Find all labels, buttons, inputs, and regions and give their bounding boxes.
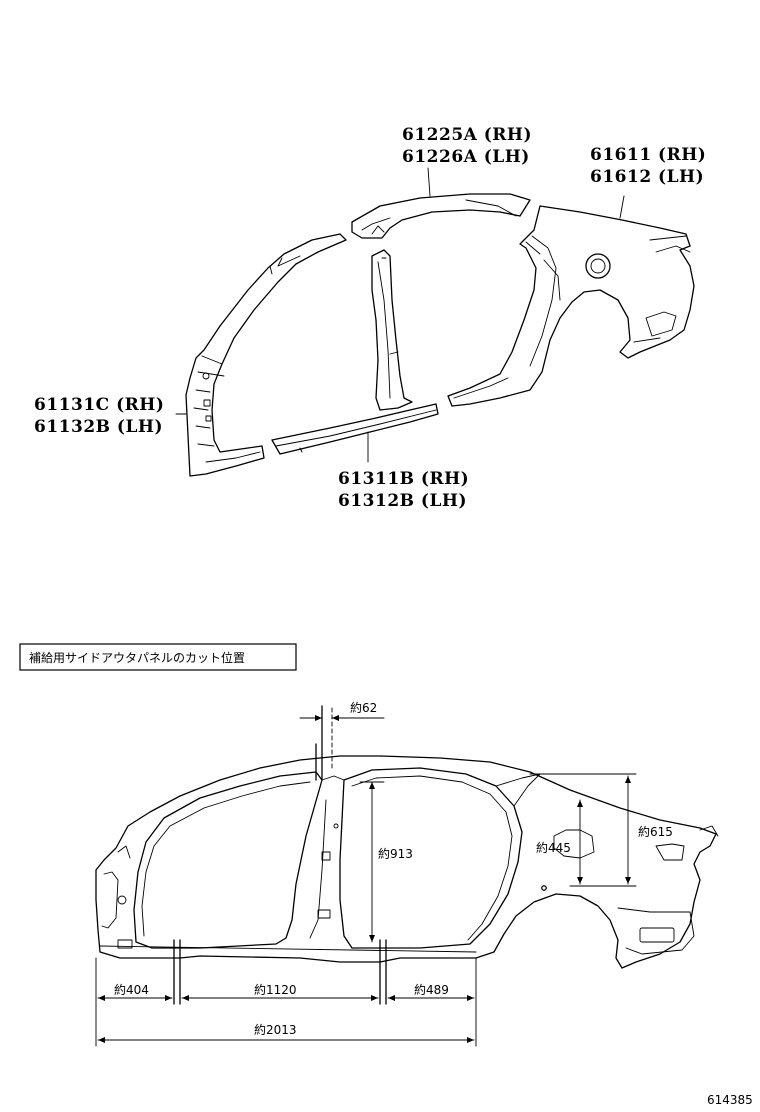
- cut-line-rear: [379, 939, 387, 1005]
- cut-position-title: 補給用サイドアウタパネルのカット位置: [29, 650, 245, 665]
- part-label-front-pillar-rh: 61131C (RH): [34, 395, 164, 415]
- part-label-roof-side-lh: 61226A (LH): [402, 147, 530, 167]
- leader-roof-side: [427, 167, 431, 197]
- rocker-sill-part: [271, 403, 439, 455]
- exploded-side-panel-diagram: 61225A (RH) 61226A (LH) 61611 (RH) 61612…: [34, 125, 706, 511]
- dim-label-489: 約489: [414, 982, 449, 997]
- center-pillar-part: [371, 249, 413, 411]
- side-outer-panel: [95, 755, 719, 969]
- roof-side-rail-part: [351, 193, 531, 239]
- figure-code: 614385: [707, 1093, 753, 1107]
- cut-line-front: [173, 939, 181, 1005]
- part-label-quarter-lh: 61612 (LH): [590, 167, 704, 187]
- dim-label-1120: 約1120: [254, 982, 297, 997]
- part-label-quarter-rh: 61611 (RH): [590, 145, 706, 165]
- leader-quarter: [619, 195, 625, 219]
- dim-label-62: 約62: [350, 700, 377, 715]
- part-label-roof-side-rh: 61225A (RH): [402, 125, 532, 145]
- front-pillar-part: [185, 233, 347, 477]
- dim-label-2013: 約2013: [254, 1022, 297, 1037]
- dim-label-913: 約913: [378, 846, 413, 861]
- cut-position-diagram: 補給用サイドアウタパネルのカット位置: [19, 643, 719, 1047]
- dim-label-404: 約404: [114, 982, 149, 997]
- cut-line-roof: [315, 705, 333, 781]
- dim-label-445: 約445: [536, 840, 571, 855]
- part-label-rocker-rh: 61311B (RH): [338, 469, 469, 489]
- dim-label-615: 約615: [638, 824, 673, 839]
- cut-position-title-box: [19, 643, 297, 671]
- quarter-panel-part: [447, 205, 695, 407]
- part-label-rocker-lh: 61312B (LH): [338, 491, 467, 511]
- part-label-front-pillar-lh: 61132B (LH): [34, 417, 163, 437]
